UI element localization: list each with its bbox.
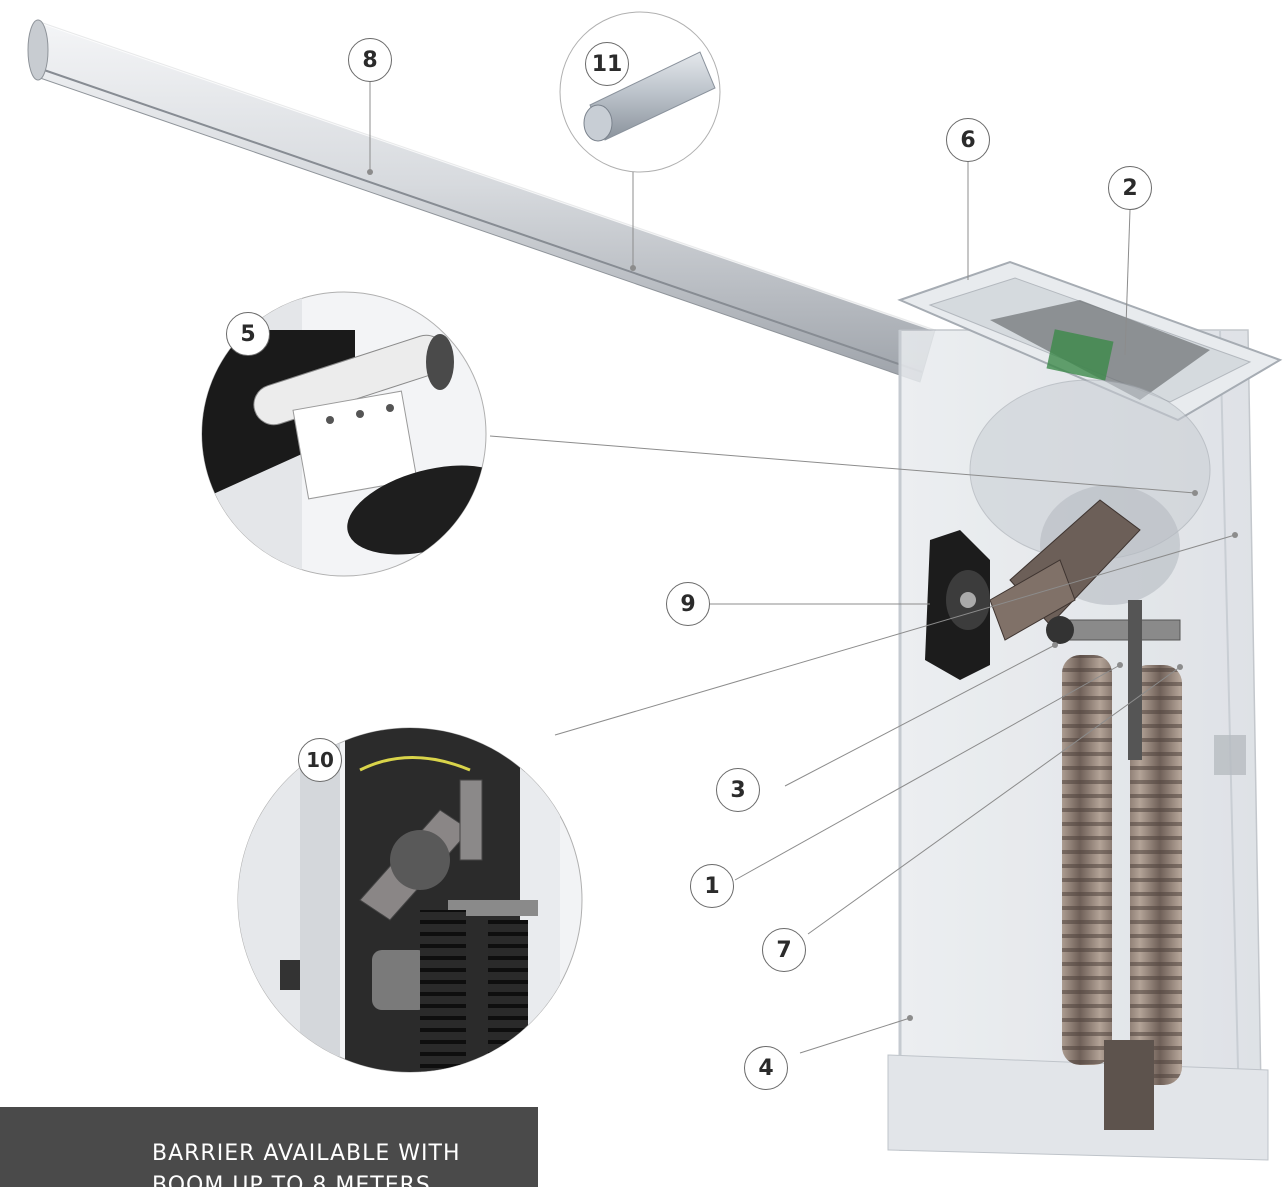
callout-2: 2: [1108, 166, 1152, 210]
callout-3: 3: [716, 768, 760, 812]
leader-dots: [367, 169, 1238, 1021]
callout-9: 9: [666, 582, 710, 626]
callout-10: 10: [298, 738, 342, 782]
balancing-springs: [1062, 655, 1182, 1130]
info-banner: BARRIER AVAILABLE WITH BOOM UP TO 8 METE…: [0, 1107, 538, 1187]
callout-4: 4: [744, 1046, 788, 1090]
leader-lines: [369, 82, 1236, 1054]
motor-unit: [925, 530, 990, 680]
banner-line-2: BOOM UP TO 8 METERS: [152, 1173, 431, 1187]
callout-11: 11: [585, 42, 629, 86]
lever-arm: [989, 499, 1181, 760]
callout-7: 7: [762, 928, 806, 972]
callout-8: 8: [348, 38, 392, 82]
detail-internal-view: [237, 727, 583, 1073]
barrier-boom: [27, 19, 936, 383]
banner-line-1: BARRIER AVAILABLE WITH: [152, 1141, 461, 1166]
callout-1: 1: [690, 864, 734, 908]
detail-boom-profile: [559, 11, 721, 173]
callout-6: 6: [946, 118, 990, 162]
callout-5: 5: [226, 312, 270, 356]
